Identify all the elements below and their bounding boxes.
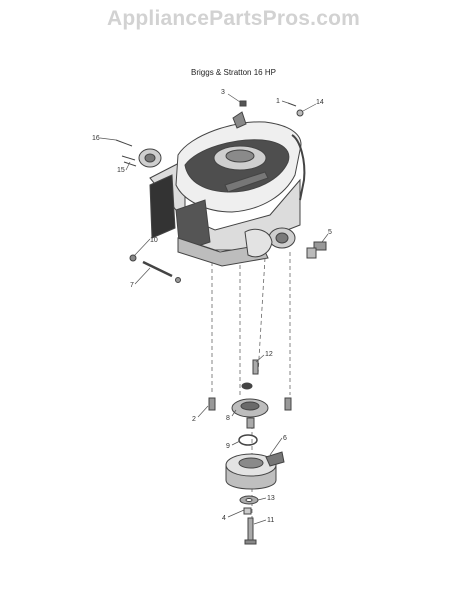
callout-6: 6 — [283, 435, 287, 442]
callout-16: 16 — [92, 135, 100, 142]
site-watermark: AppliancePartsPros.com — [107, 7, 360, 30]
callout-1: 1 — [276, 98, 280, 105]
diagram-title: Briggs & Stratton 16 HP — [191, 68, 276, 77]
callout-4: 4 — [222, 515, 226, 522]
callout-7: 7 — [130, 282, 134, 289]
callout-11: 11 — [267, 517, 274, 524]
leader-lines — [99, 93, 329, 525]
callout-5: 5 — [328, 229, 332, 236]
engine-hardware[interactable] — [115, 100, 327, 283]
callout-10: 10 — [150, 237, 158, 244]
callout-2: 2 — [192, 416, 196, 423]
callout-14: 14 — [316, 99, 324, 106]
callout-3: 3 — [221, 89, 225, 96]
callout-labels: 3 1 14 16 15 5 10 7 12 2 8 9 6 13 4 11 — [92, 89, 332, 524]
callout-12: 12 — [265, 351, 273, 358]
lower-parts[interactable] — [208, 359, 292, 545]
callout-8: 8 — [226, 415, 230, 422]
engine-assembly[interactable] — [149, 111, 306, 267]
callout-13: 13 — [267, 495, 275, 502]
callout-9: 9 — [226, 443, 230, 450]
callout-15: 15 — [117, 167, 125, 174]
